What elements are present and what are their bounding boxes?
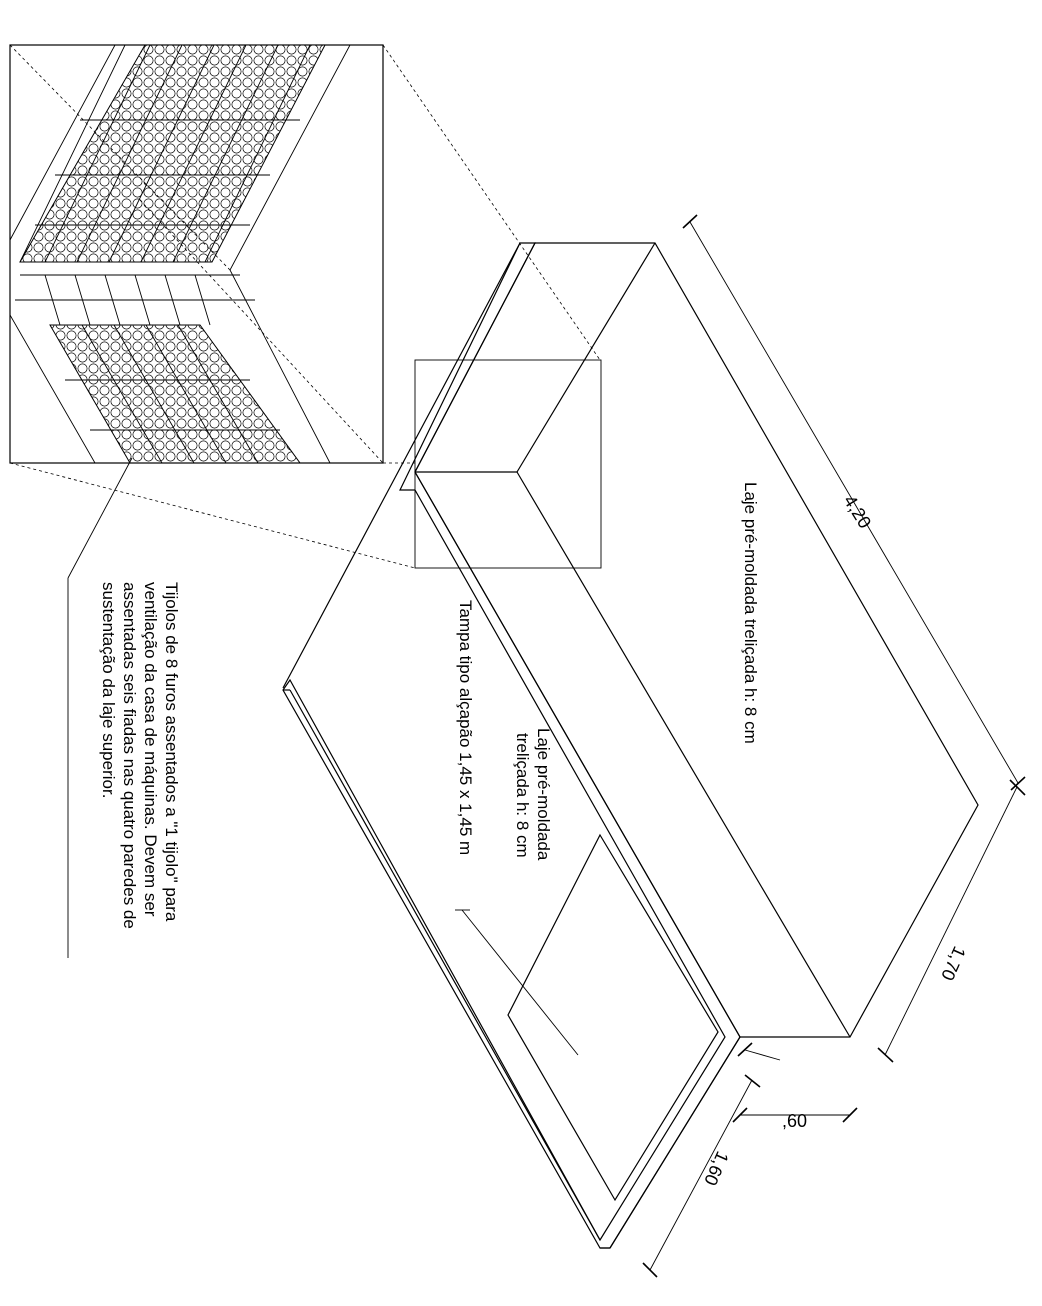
- label-tampa: Tampa tipo alçapão 1,45 x 1,45 m: [456, 600, 475, 855]
- detail-inset: [9, 44, 384, 464]
- brick-band-lower: [49, 324, 301, 463]
- zoom-region: [414, 359, 602, 569]
- label-laje-small-1: Laje pré-moldada: [534, 728, 553, 861]
- leader-lines: [67, 457, 579, 1056]
- label-laje-main: Laje pré-moldada treliçada h: 8 cm: [741, 482, 760, 744]
- dim-step: ,60: [782, 1111, 807, 1131]
- dim-length: 4,20: [840, 492, 876, 532]
- brick-band-upper: [19, 45, 326, 263]
- note-tijolos-4: sustentação da laje superior.: [99, 582, 118, 798]
- note-tijolos-3: assentadas seis fiadas nas quatro parede…: [120, 582, 139, 929]
- note-tijolos-2: ventilação da casa de máquinas. Devem se…: [141, 582, 160, 917]
- slab-assembly: [282, 242, 979, 1249]
- dimension-lines: [642, 214, 1026, 1278]
- trap-door: [507, 833, 719, 1202]
- projection-lines: [9, 44, 601, 569]
- note-tijolos-1: Tijolos de 8 furos assentados a "1 tijol…: [162, 582, 181, 922]
- dim-width: 1,70: [937, 943, 970, 983]
- label-laje-small-2: treliçada h: 8 cm: [513, 733, 532, 858]
